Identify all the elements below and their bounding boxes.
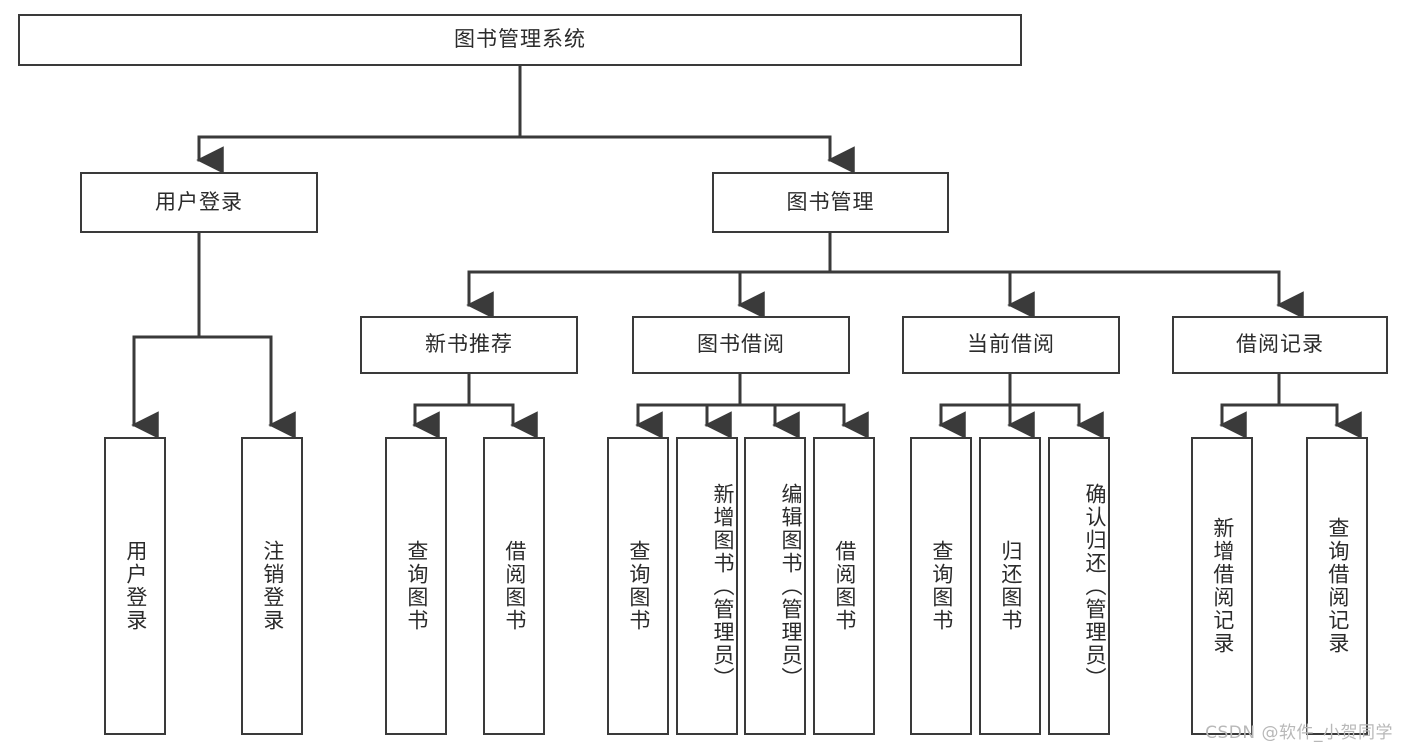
leaf-borrow-query-book-label: 查询图书 <box>626 540 651 632</box>
node-current-borrow[interactable]: 当前借阅 <box>902 316 1120 374</box>
leaf-newbook-query-book[interactable]: 查询图书 <box>385 437 447 735</box>
leaf-user-login-signin[interactable]: 用户登录 <box>104 437 166 735</box>
leaf-record-add-record[interactable]: 新增借阅记录 <box>1191 437 1253 735</box>
leaf-current-return-book-label: 归还图书 <box>998 540 1023 632</box>
node-root[interactable]: 图书管理系统 <box>18 14 1022 66</box>
leaf-newbook-borrow-book-label: 借阅图书 <box>502 540 527 632</box>
node-current-borrow-label: 当前借阅 <box>967 332 1055 357</box>
leaf-user-login-signin-label: 用户登录 <box>123 540 148 632</box>
node-borrow-record[interactable]: 借阅记录 <box>1172 316 1388 374</box>
leaf-current-confirm-return[interactable]: 确认归还（管理员） <box>1048 437 1110 735</box>
node-book-borrow[interactable]: 图书借阅 <box>632 316 850 374</box>
node-book-borrow-label: 图书借阅 <box>697 332 785 357</box>
leaf-newbook-query-book-label: 查询图书 <box>404 540 429 632</box>
node-book-management-label: 图书管理 <box>786 189 875 214</box>
leaf-newbook-borrow-book[interactable]: 借阅图书 <box>483 437 545 735</box>
node-new-book-recommend-label: 新书推荐 <box>425 332 513 357</box>
leaf-record-query-record[interactable]: 查询借阅记录 <box>1306 437 1368 735</box>
leaf-borrow-borrow-book-label: 借阅图书 <box>832 540 857 632</box>
leaf-record-query-record-label: 查询借阅记录 <box>1325 517 1350 655</box>
leaf-current-return-book[interactable]: 归还图书 <box>979 437 1041 735</box>
leaf-borrow-add-book[interactable]: 新增图书（管理员） <box>676 437 738 735</box>
node-new-book-recommend[interactable]: 新书推荐 <box>360 316 578 374</box>
node-borrow-record-label: 借阅记录 <box>1236 332 1324 357</box>
leaf-record-add-record-label: 新增借阅记录 <box>1210 517 1235 655</box>
leaf-borrow-edit-book[interactable]: 编辑图书（管理员） <box>744 437 806 735</box>
node-root-label: 图书管理系统 <box>454 27 586 52</box>
csdn-watermark: CSDN @软件_小贺同学 <box>1205 723 1393 743</box>
node-user-login-label: 用户登录 <box>155 189 243 214</box>
leaf-borrow-edit-book-label: 编辑图书（管理员） <box>779 482 803 690</box>
leaf-borrow-add-book-label: 新增图书（管理员） <box>711 482 735 690</box>
leaf-borrow-query-book[interactable]: 查询图书 <box>607 437 669 735</box>
leaf-borrow-borrow-book[interactable]: 借阅图书 <box>813 437 875 735</box>
leaf-user-login-signout[interactable]: 注销登录 <box>241 437 303 735</box>
node-book-management[interactable]: 图书管理 <box>712 172 949 233</box>
leaf-current-query-book-label: 查询图书 <box>929 540 954 632</box>
leaf-user-login-signout-label: 注销登录 <box>260 540 285 632</box>
node-user-login[interactable]: 用户登录 <box>80 172 318 233</box>
leaf-current-confirm-return-label: 确认归还（管理员） <box>1083 482 1107 690</box>
leaf-current-query-book[interactable]: 查询图书 <box>910 437 972 735</box>
